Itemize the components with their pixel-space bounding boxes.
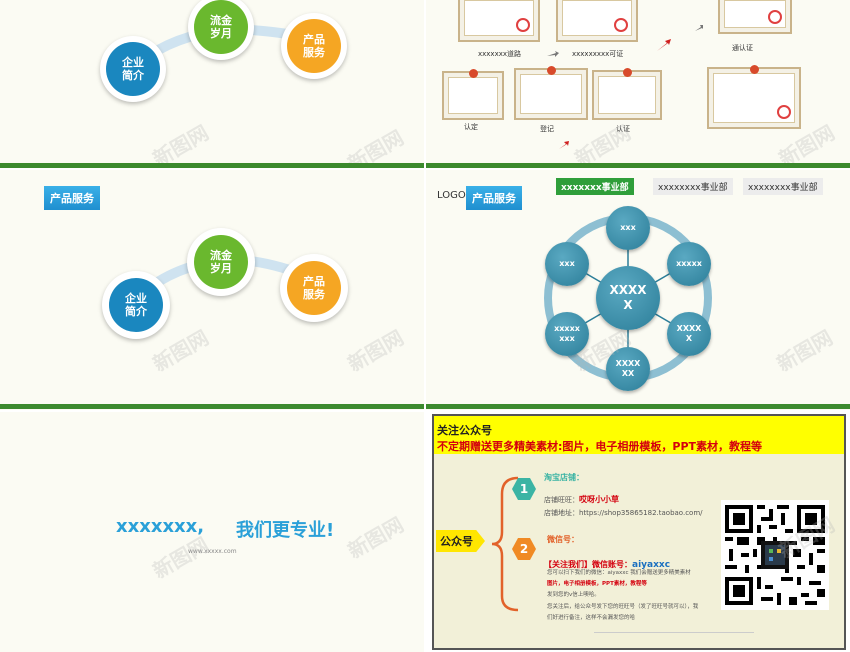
shop-url[interactable]: https://shop35865182.taobao.com/ (579, 509, 703, 517)
watermark: 新图网 (570, 120, 635, 168)
bracket-brace (491, 476, 519, 612)
promo-header: 关注公众号 不定期赠送更多精美素材:图片，电子相册模板，PPT素材，教程等 (434, 416, 844, 454)
certificate-caption: xxxxxxxxx可证 (572, 50, 624, 58)
wechat-id-row: 【关注我们】微信账号：aiyaxxc (544, 552, 670, 571)
certificate-image (592, 68, 662, 120)
hub-node: xxx (606, 206, 650, 250)
department-label: xxxxxxxx事业部 (743, 178, 823, 195)
slide-thumbnail-3[interactable]: 产品服务 企业简介 流金岁月 产品服务 新图网 新图网 (0, 170, 424, 410)
shop-url-label: 店铺地址： (544, 509, 579, 517)
circle-products: 产品服务 (287, 19, 341, 73)
closing-text-right: 我们更专业! (236, 520, 335, 541)
shop-title: 淘宝店铺： (544, 473, 584, 482)
desc-line-3: 发到您的v信上噢哈。 (547, 592, 600, 598)
green-bar (426, 163, 850, 168)
certificate-image (442, 69, 504, 120)
promo-line2: 不定期赠送更多精美素材:图片，电子相册模板，PPT素材，教程等 (437, 440, 763, 453)
certificate-image (458, 0, 540, 42)
number-badge-2: 2 (512, 538, 536, 560)
certificate-image (707, 65, 801, 129)
section-tag: 产品服务 (44, 186, 100, 210)
wechat-title: 微信号： (547, 535, 579, 544)
certificate-caption: 通认证 (732, 44, 753, 52)
qr-code[interactable] (721, 500, 829, 610)
website-url: www.xxxxx.com (188, 548, 237, 555)
wechat-id: aiyaxxc (632, 560, 671, 570)
slide-thumbnail-1[interactable]: 企业简介 流金岁月 产品服务 新图网 新图网 (0, 0, 424, 168)
green-bar (426, 404, 850, 409)
certificate-caption: 认证 (616, 125, 630, 133)
watermark: 新图网 (148, 532, 213, 584)
hub-node: xxx (545, 242, 589, 286)
certificate-image (514, 66, 588, 120)
circle-company-intro: 企业简介 (106, 42, 160, 96)
circle-history: 流金岁月 (194, 235, 248, 289)
slide-thumbnail-2[interactable]: xxxxxxx道路 xxxxxxxxx可证 通认证 认定 登记 认证 新图网 新… (426, 0, 850, 168)
section-tag: 产品服务 (466, 186, 522, 210)
circle-history: 流金岁月 (194, 0, 248, 54)
certificate-image (556, 0, 638, 42)
desc-line-4: 您关注后，给公众号发下您的旺旺号（发了旺旺号就可以），我 (547, 604, 699, 610)
shop-name: 哎呀小小草 (579, 495, 619, 504)
promo-line1: 关注公众号 (437, 424, 492, 437)
certificate-caption: 登记 (540, 125, 554, 133)
circle-company-intro: 企业简介 (109, 278, 163, 332)
circle-products: 产品服务 (287, 261, 341, 315)
wechat-follow-label: 【关注我们】微信账号： (544, 560, 632, 569)
certificate-caption: xxxxxxx道路 (478, 50, 521, 58)
watermark: 新图网 (343, 512, 408, 564)
closing-text-left: xxxxxxx, (116, 516, 205, 537)
arrow-icon (559, 141, 569, 149)
shop-url-row: 店铺地址：https://shop35865182.taobao.com/ (544, 500, 703, 519)
slide-thumbnail-5[interactable]: xxxxxxx, 我们更专业! www.xxxxx.com 新图网 新图网 (0, 412, 424, 652)
arrow-icon (547, 51, 559, 57)
desc-line-2: 图片，电子相册模板，PPT素材，教程等 (547, 581, 647, 587)
certificate-caption: 认定 (464, 123, 478, 131)
desc-line-5: 们好进行备注，这样不会漏发您的哈 (547, 615, 636, 621)
gzh-label: 公众号 (436, 530, 485, 552)
green-bar (0, 163, 424, 168)
shop-name-row: 店铺旺旺：哎呀小小草 (544, 487, 619, 506)
qr-code-pattern (721, 501, 829, 609)
promo-panel: 关注公众号 不定期赠送更多精美素材:图片，电子相册模板，PPT素材，教程等 公众… (432, 414, 846, 650)
desc-line-1: 您可以扫下我们的微信：aiyaxxc 我们会赠送更多精美素材 (547, 570, 691, 576)
slide-thumbnail-6[interactable]: 关注公众号 不定期赠送更多精美素材:图片，电子相册模板，PPT素材，教程等 公众… (426, 412, 850, 652)
arrow-icon (657, 39, 671, 51)
certificate-image (718, 0, 792, 34)
footer-line (594, 632, 754, 633)
shop-name-label: 店铺旺旺： (544, 496, 579, 504)
green-bar (0, 404, 424, 409)
hub-node: xxxxx (667, 242, 711, 286)
department-label: xxxxxxx事业部 (556, 178, 634, 195)
logo-text: LOGO (437, 190, 466, 201)
department-label: xxxxxxxx事业部 (653, 178, 733, 195)
number-badge-1: 1 (512, 478, 536, 500)
arrow-icon (695, 25, 703, 31)
slide-thumbnail-4[interactable]: LOGO 产品服务 xxxxxxx事业部 xxxxxxxx事业部 xxxxxxx… (426, 170, 850, 410)
